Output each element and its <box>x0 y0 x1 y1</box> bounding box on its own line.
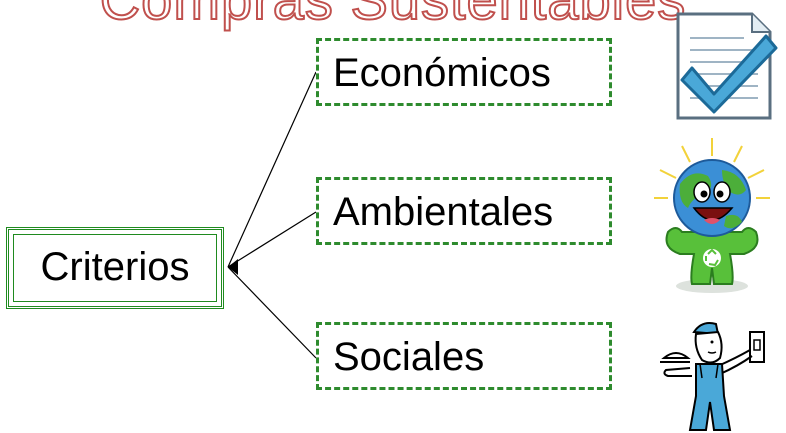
economicos-label: Económicos <box>333 51 551 95</box>
economicos-box: Económicos <box>316 38 612 106</box>
page-title: Compras Sustentables <box>0 0 786 31</box>
criterios-label: Criterios <box>40 245 190 289</box>
connector-ambientales <box>227 211 317 268</box>
ambientales-box: Ambientales <box>316 177 612 245</box>
checklist-icon <box>676 12 778 120</box>
connector-arrow <box>228 259 238 275</box>
ambientales-label: Ambientales <box>333 190 554 234</box>
connector-economicos <box>227 71 317 268</box>
criterios-box: Criterios <box>6 227 224 309</box>
sociales-label: Sociales <box>333 335 485 379</box>
worker-icon <box>660 322 765 431</box>
sociales-box: Sociales <box>316 322 612 390</box>
happy-earth-icon <box>654 138 770 293</box>
connector-sociales <box>227 266 317 359</box>
